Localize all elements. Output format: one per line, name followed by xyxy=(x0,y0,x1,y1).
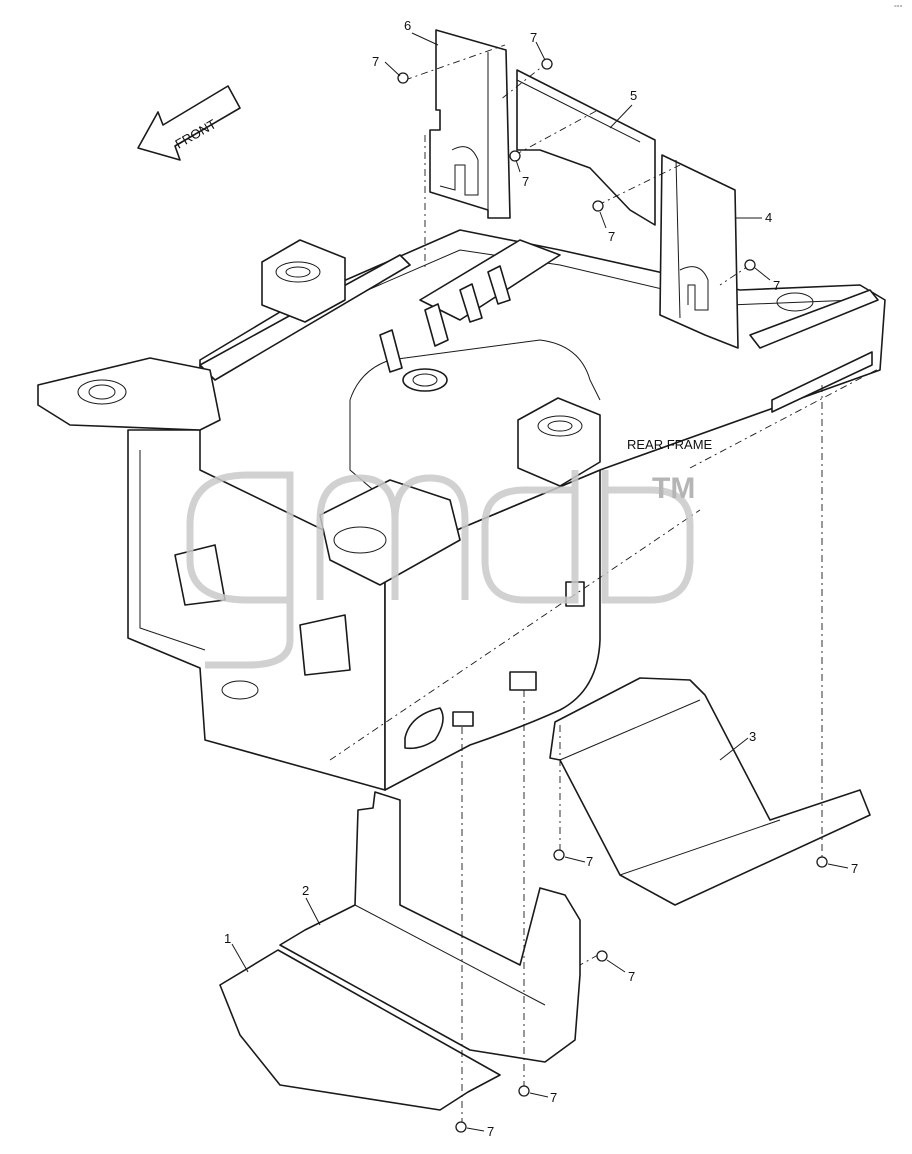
bolt-icon xyxy=(455,1121,467,1133)
callout-7: 7 xyxy=(628,969,635,984)
callout-7: 7 xyxy=(586,854,593,869)
cover-part-2 xyxy=(279,791,581,1063)
callout-7: 7 xyxy=(773,278,780,293)
callout-4: 4 xyxy=(765,210,772,225)
callout-6: 6 xyxy=(404,18,411,33)
callout-2: 2 xyxy=(302,883,309,898)
corner-mark: °°° xyxy=(894,4,903,12)
bolt-icon xyxy=(744,259,756,271)
cover-part-5 xyxy=(516,69,656,226)
cover-part-4 xyxy=(659,154,739,349)
callout-7: 7 xyxy=(550,1090,557,1105)
cover-part-6 xyxy=(429,29,511,219)
callout-7: 7 xyxy=(851,861,858,876)
callout-7: 7 xyxy=(608,229,615,244)
bolt-icon xyxy=(518,1085,530,1097)
callout-7: 7 xyxy=(372,54,379,69)
bolts xyxy=(397,58,828,1133)
callout-7: 7 xyxy=(530,30,537,45)
assembly-lines xyxy=(329,44,881,1125)
callout-7: 7 xyxy=(487,1124,494,1139)
cover-part-1 xyxy=(219,949,501,1111)
bolt-icon xyxy=(553,849,565,861)
bolt-icon xyxy=(592,200,604,212)
bolt-icon xyxy=(816,856,828,868)
callout-3: 3 xyxy=(749,729,756,744)
watermark: TM xyxy=(186,470,695,669)
callout-1: 1 xyxy=(224,931,231,946)
callout-5: 5 xyxy=(630,88,637,103)
bolt-icon xyxy=(397,72,409,84)
cover-part-3 xyxy=(549,677,871,906)
bolt-icon xyxy=(541,58,553,70)
bolt-icon xyxy=(509,150,521,162)
bolt-icon xyxy=(596,950,608,962)
front-direction-arrow: FRONT xyxy=(137,85,241,161)
watermark-tm: TM xyxy=(652,472,695,505)
callout-7: 7 xyxy=(522,174,529,189)
rear-frame-label: REAR FRAME xyxy=(627,437,713,452)
callout-leaders xyxy=(231,32,849,1132)
